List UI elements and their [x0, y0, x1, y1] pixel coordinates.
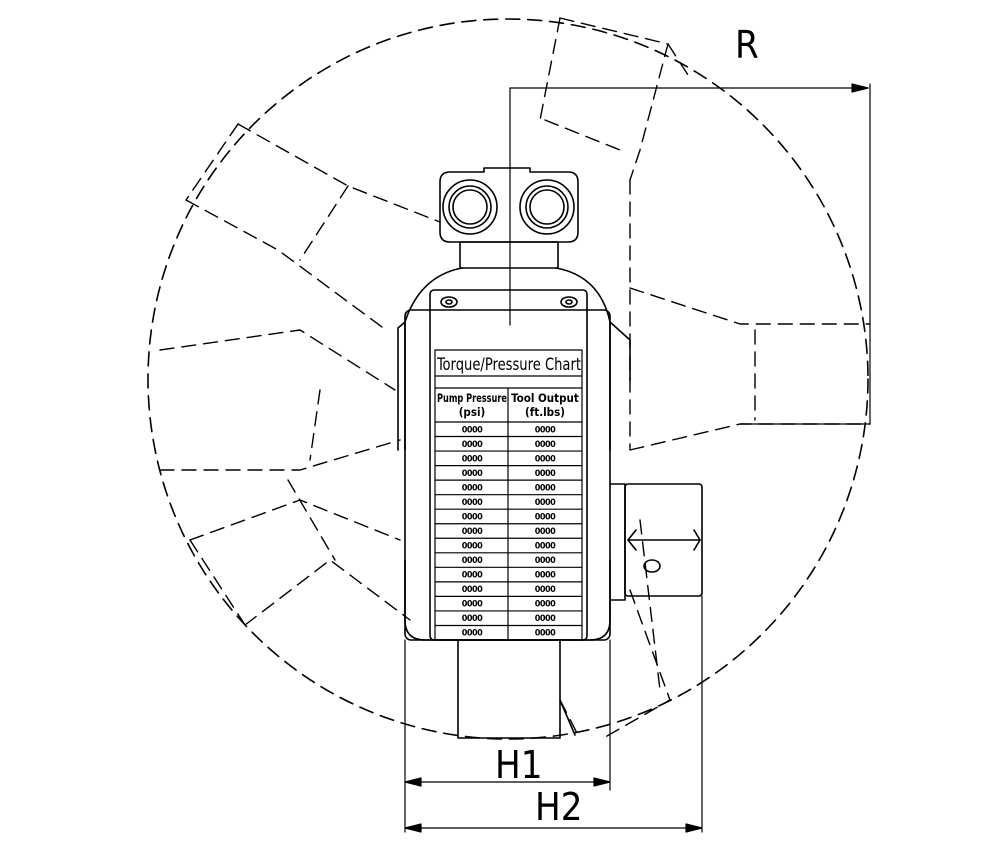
chart-col2-header-line1: Tool Output [511, 391, 579, 405]
chart-cell-output: 0000 [535, 629, 556, 639]
hose-coupler-left [442, 179, 498, 235]
chart-cell-pressure: 0000 [462, 425, 483, 435]
chart-cell-output: 0000 [535, 585, 556, 595]
chart-cell-output: 0000 [535, 425, 556, 435]
chart-cell-pressure: 0000 [462, 571, 483, 581]
chart-cell-pressure: 0000 [462, 542, 483, 552]
torque-chart-frame [434, 349, 583, 641]
chart-cell-output: 0000 [535, 440, 556, 450]
plate-screws [440, 296, 578, 308]
chart-col2-header-line2: (ft.lbs) [525, 405, 565, 419]
height-dimensions [404, 595, 703, 833]
chart-cell-pressure: 0000 [462, 469, 483, 479]
chart-cell-output: 0000 [535, 512, 556, 522]
radius-label: R [735, 23, 759, 67]
chart-cell-pressure: 0000 [462, 629, 483, 639]
chart-cell-pressure: 0000 [462, 498, 483, 508]
chart-cell-pressure: 0000 [462, 512, 483, 522]
height1-label: H1 [495, 743, 542, 787]
chart-cell-pressure: 0000 [462, 585, 483, 595]
chart-cell-output: 0000 [535, 571, 556, 581]
height2-label: H2 [535, 785, 582, 829]
chart-cell-output: 0000 [535, 469, 556, 479]
chart-cell-pressure: 0000 [462, 483, 483, 493]
chart-title: Torque/Pressure Chart [436, 355, 581, 375]
chart-cell-output: 0000 [535, 614, 556, 624]
chart-cell-pressure: 0000 [462, 600, 483, 610]
chart-cell-output: 0000 [535, 454, 556, 464]
chart-cell-pressure: 0000 [462, 614, 483, 624]
chart-rows: 0000 0000 0000 0000 0000 0000 0000 0000 0000 0000… [462, 425, 557, 639]
hose-coupler-right [519, 179, 575, 235]
chart-cell-output: 0000 [535, 483, 556, 493]
chart-col1-header-line1: Pump Pressure [437, 391, 507, 405]
swing-radius-circle [147, 18, 869, 740]
tool-body [397, 167, 703, 739]
chart-cell-pressure: 0000 [462, 556, 483, 566]
radius-dimension [509, 83, 871, 425]
chart-cell-output: 0000 [535, 527, 556, 537]
chart-col1-header-line2: (psi) [459, 405, 486, 419]
chart-cell-pressure: 0000 [462, 440, 483, 450]
chart-cell-output: 0000 [535, 498, 556, 508]
chart-cell-pressure: 0000 [462, 527, 483, 537]
chart-cell-pressure: 0000 [462, 454, 483, 464]
chart-cell-output: 0000 [535, 542, 556, 552]
chart-cell-output: 0000 [535, 600, 556, 610]
chart-cell-output: 0000 [535, 556, 556, 566]
